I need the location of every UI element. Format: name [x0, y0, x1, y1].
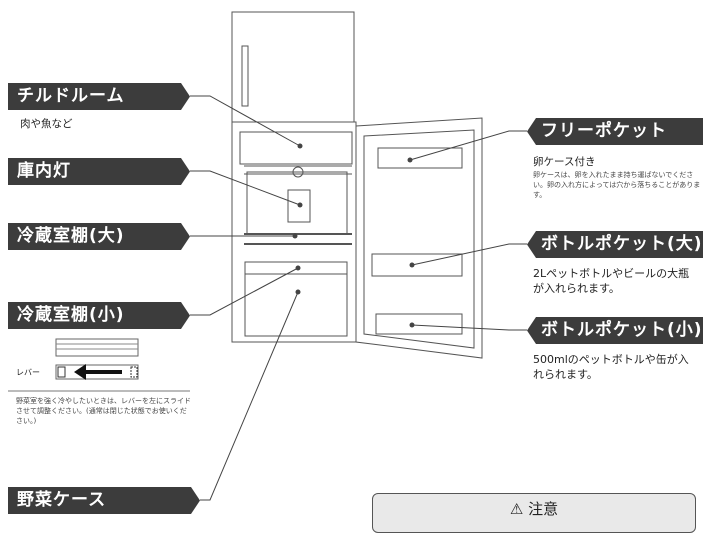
interior-light	[287, 189, 311, 223]
arrow-left-icon	[74, 364, 86, 380]
label-shelf-large: 冷蔵室棚(大)	[8, 223, 190, 250]
vegetable-case	[244, 261, 348, 337]
bottle-pocket-small-body: 500mlのペットボトルや缶が入れられます。	[533, 353, 689, 381]
label-shelf-small: 冷蔵室棚(小)	[8, 302, 190, 329]
label-interior-light: 庫内灯	[8, 158, 190, 185]
free-pocket-note: 卵ケースは、卵を入れたまま持ち運ばないでください。卵の入れ方によっては穴から落ち…	[533, 171, 701, 199]
free-pocket-sub: 卵ケース付き	[533, 156, 596, 168]
fridge-diagram	[8, 11, 527, 501]
label-bottle-pocket-small: ボトルポケット(小)	[527, 317, 703, 344]
chilled-room-sub: 肉や魚など	[20, 118, 73, 130]
bottle-pocket-small	[375, 313, 463, 335]
label-vegetable-case: 野菜ケース	[8, 487, 200, 514]
fridge-door	[355, 117, 483, 359]
warning-triangle-icon: ⚠	[509, 500, 524, 518]
label-bottle-pocket-large: ボトルポケット(大)	[527, 231, 703, 258]
lever-note: 野菜室を強く冷やしたいときは、レバーを左にスライドさせて調整ください。(通常は閉…	[16, 397, 191, 425]
caution-title: 注意	[528, 500, 559, 518]
free-pocket	[377, 147, 463, 169]
fridge-cabinet	[231, 121, 357, 343]
lever-label: レバー	[16, 368, 40, 377]
lever-diagram	[8, 338, 190, 392]
chilled-room	[239, 131, 353, 165]
caution-box: ⚠ 注意	[372, 493, 696, 533]
bottle-pocket-large	[371, 253, 463, 277]
label-free-pocket: フリーポケット	[527, 118, 703, 145]
bottle-pocket-large-body: 2Lペットボトルやビールの大瓶が入れられます。	[533, 267, 690, 295]
caution-heading: ⚠ 注意	[373, 498, 695, 519]
label-chilled-room: チルドルーム	[8, 83, 190, 110]
freezer-body	[231, 11, 355, 123]
